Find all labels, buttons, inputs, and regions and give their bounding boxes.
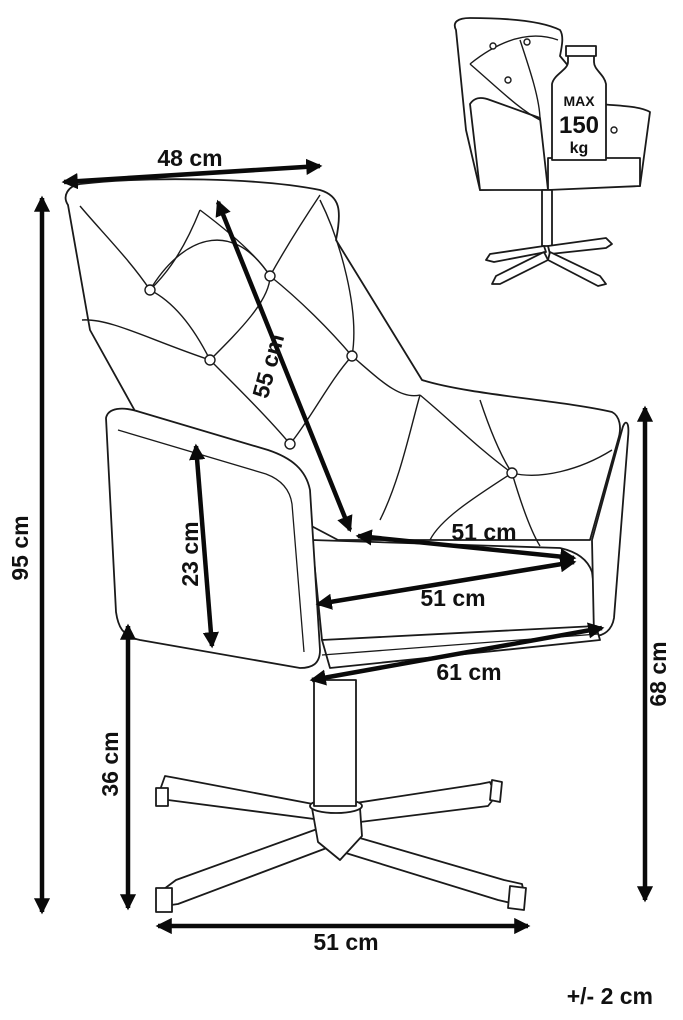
label-seat-width: 51 cm: [420, 585, 485, 611]
label-seat-height: 68 cm: [645, 641, 671, 706]
chair-column: [313, 679, 357, 807]
label-base-width: 51 cm: [313, 929, 378, 955]
label-width-top: 48 cm: [157, 145, 222, 171]
dim-arrow-armrest: [189, 443, 219, 649]
dimension-lines: [33, 158, 654, 935]
dim-arrow-seat-depth: [355, 529, 577, 565]
max-load-line1: MAX: [563, 93, 595, 109]
dim-arrow-seat-width: [315, 556, 577, 610]
label-height-total: 95 cm: [7, 515, 33, 580]
weight-badge-icon: MAX 150 kg: [551, 45, 607, 161]
dim-arrow-overall-width: [309, 622, 605, 686]
label-floor-to-arm: 36 cm: [97, 731, 123, 796]
chair-drawing-icon: [64, 178, 630, 913]
label-seat-depth: 51 cm: [451, 519, 516, 545]
thumbnail-tufting: [469, 35, 618, 134]
label-armrest: 23 cm: [177, 521, 203, 586]
label-overall-width: 61 cm: [436, 659, 501, 685]
dim-arrow-backrest: [215, 199, 353, 533]
dim-arrow-width-top: [61, 158, 323, 190]
tolerance-note: +/- 2 cm: [567, 983, 653, 1009]
max-load-line3: kg: [570, 140, 589, 157]
max-load-line2: 150: [559, 112, 599, 139]
